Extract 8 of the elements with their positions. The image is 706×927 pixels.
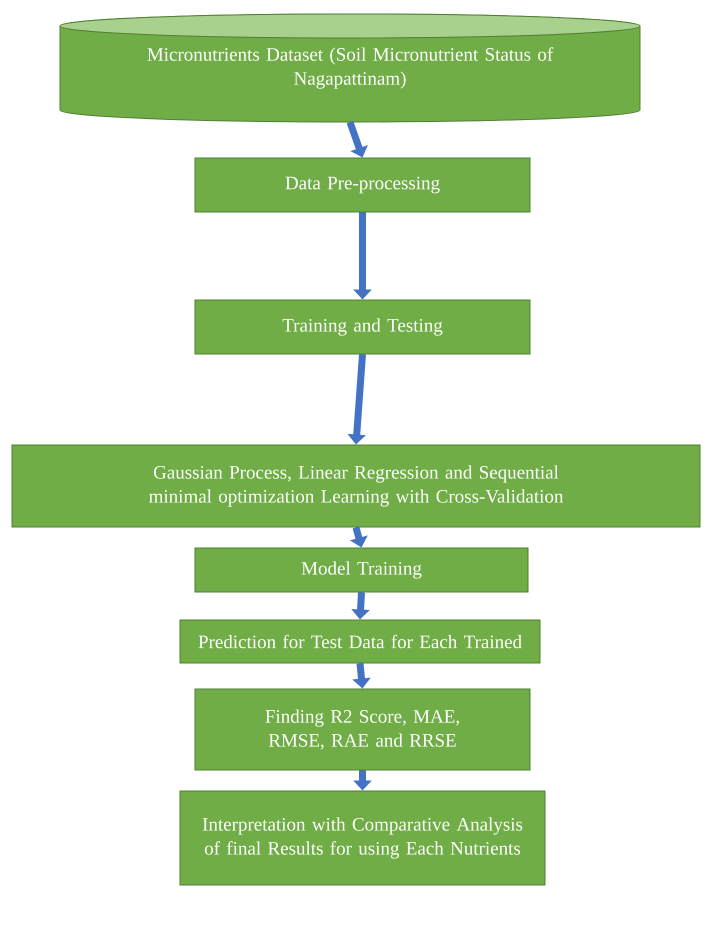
process-box: Training and Testing [194,300,530,354]
process-box: Finding R2 Score, MAE, RMSE, RAE and RRSE [194,688,530,770]
dataset-cylinder: Micronutrients Dataset (Soil Micronutrient Status of Nagapattinam) [60,14,640,122]
process-box: Model Training [194,548,528,592]
process-box: Gaussian Process, Linear Regression and Sequential minimal optimization Learning with Cross-Validation [12,444,700,528]
process-box: Interpretation with Comparative Analysis of final Results for using Each Nutrients [180,790,546,886]
process-box: Data Pre-processing [194,158,530,212]
process-box: Prediction for Test Data for Each Trained [180,620,540,664]
